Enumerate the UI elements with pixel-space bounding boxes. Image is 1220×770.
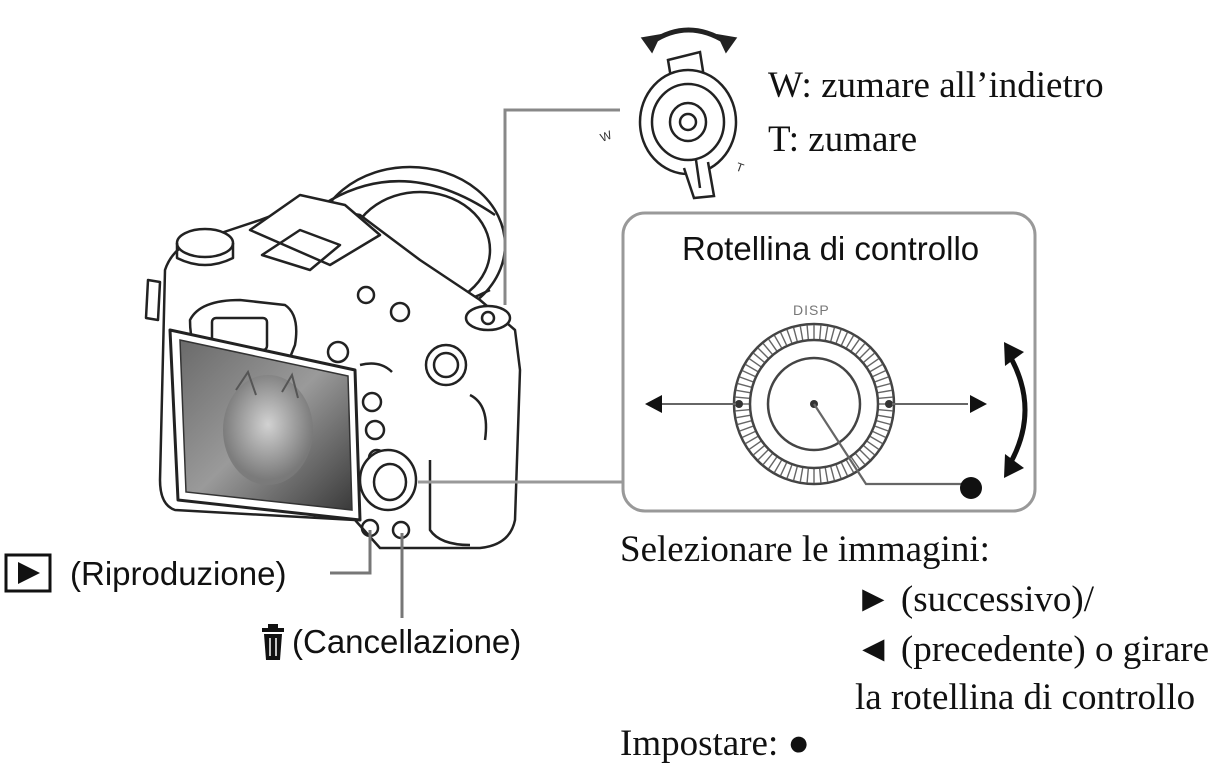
wheel-knurl-tick: [830, 466, 836, 481]
zoom-lever-detail: [638, 27, 738, 200]
wheel-knurl-tick: [735, 409, 750, 412]
wheel-knurl-tick: [739, 425, 754, 432]
wheel-knurl-tick: [855, 453, 866, 465]
wheel-knurl-tick: [819, 325, 822, 340]
wheel-knurl-tick: [872, 430, 886, 439]
playback-label: (Riproduzione): [70, 555, 287, 592]
wheel-knurl-tick: [799, 326, 804, 341]
left-arrow-icon: [645, 395, 662, 413]
wheel-knurl-tick: [830, 327, 836, 342]
wheel-knurl-tick: [866, 358, 880, 368]
zoom-mark-w: W: [598, 128, 614, 145]
set-dot-icon: [960, 477, 982, 499]
wheel-knurl-tick: [874, 425, 889, 432]
wheel-knurl-tick: [768, 456, 778, 470]
wheel-knurl-tick: [835, 464, 842, 479]
wheel-knurl-tick: [773, 459, 783, 473]
wheel-knurl-tick: [840, 332, 849, 346]
wheel-knurl-tick: [878, 409, 893, 412]
wheel-knurl-tick: [850, 456, 860, 470]
wheel-knurl-tick: [773, 335, 783, 349]
cat-photo: [223, 375, 313, 485]
control-wheel-title: Rotellina di controllo: [682, 230, 980, 267]
select-images-line3: ◄ (precedente) o girare: [855, 629, 1209, 670]
wheel-knurl-tick: [877, 414, 892, 419]
wheel-knurl-tick: [786, 464, 793, 479]
wheel-knurl-tick: [742, 430, 756, 439]
trash-icon: [262, 624, 284, 660]
wheel-knurl-tick: [745, 363, 759, 373]
wheel-knurl-tick: [742, 369, 756, 378]
wheel-knurl-tick: [757, 347, 769, 359]
set-label: Impostare: ●: [620, 723, 810, 764]
control-wheel-graphic: [732, 322, 962, 486]
wheel-knurl-tick: [869, 435, 883, 445]
zoom-callout-line: [503, 108, 620, 305]
wheel-knurl-tick: [762, 343, 773, 355]
wheel-knurl-tick: [819, 468, 822, 483]
wheel-knurl-tick: [786, 329, 793, 344]
wheel-knurl-tick: [779, 332, 788, 346]
wheel-knurl-tick: [792, 327, 798, 342]
wheel-knurl-tick: [762, 453, 773, 465]
wheel-knurl-tick: [869, 363, 883, 373]
wheel-knurl-tick: [877, 389, 892, 394]
wheel-knurl-tick: [753, 352, 765, 363]
wheel-knurl-tick: [757, 449, 769, 461]
select-images-line2: ► (successivo)/: [855, 579, 1095, 620]
rotate-arrow-icon: [1009, 358, 1028, 462]
wheel-knurl-tick: [863, 352, 875, 363]
zoom-w-label: W: zumare all’indietro: [768, 65, 1104, 106]
wheel-knurl-tick: [736, 389, 751, 394]
disp-label: DISP: [793, 302, 830, 318]
wheel-knurl-tick: [737, 420, 752, 426]
wheel-knurl-tick: [863, 445, 875, 456]
wheel-knurl-tick: [876, 382, 891, 388]
select-images-line1: Selezionare le immagini:: [620, 529, 990, 570]
wheel-knurl-tick: [845, 459, 855, 473]
right-arrow-icon: [970, 395, 987, 413]
wheel-knurl-tick: [736, 414, 751, 419]
wheel-knurl-tick: [872, 369, 886, 378]
wheel-knurl-tick: [866, 440, 880, 450]
wheel-knurl-tick: [835, 329, 842, 344]
wheel-knurl-tick: [792, 466, 798, 481]
wheel-knurl-tick: [824, 467, 829, 482]
select-images-line4: la rotellina di controllo: [855, 677, 1196, 718]
wheel-knurl-tick: [806, 468, 809, 483]
playback-icon: [4, 553, 52, 593]
wheel-knurl-tick: [876, 420, 891, 426]
wheel-knurl-tick: [859, 347, 871, 359]
playback-callout-line: [330, 530, 372, 575]
wheel-knurl-tick: [859, 449, 871, 461]
wheel-knurl-tick: [739, 376, 754, 383]
wheel-knurl-tick: [753, 445, 765, 456]
wheel-knurl-tick: [874, 376, 889, 383]
wheel-knurl-tick: [748, 440, 762, 450]
delete-label: (Cancellazione): [292, 623, 522, 660]
wheel-knurl-tick: [748, 358, 762, 368]
wheel-knurl-tick: [768, 338, 778, 352]
wheel-knurl-tick: [745, 435, 759, 445]
zoom-t-label: T: zumare: [768, 119, 918, 160]
wheel-knurl-tick: [840, 462, 849, 476]
wheel-knurl-tick: [735, 396, 750, 399]
wheel-knurl-tick: [878, 396, 893, 399]
wheel-knurl-tick: [799, 467, 804, 482]
wheel-knurl-tick: [850, 338, 860, 352]
wheel-knurl-tick: [806, 325, 809, 340]
wheel-knurl-tick: [855, 343, 866, 355]
wheel-knurl-tick: [737, 382, 752, 388]
wheel-knurl-tick: [824, 326, 829, 341]
zoom-mark-t: T: [734, 160, 746, 176]
wheel-knurl-tick: [779, 462, 788, 476]
wheel-knurl-tick: [845, 335, 855, 349]
